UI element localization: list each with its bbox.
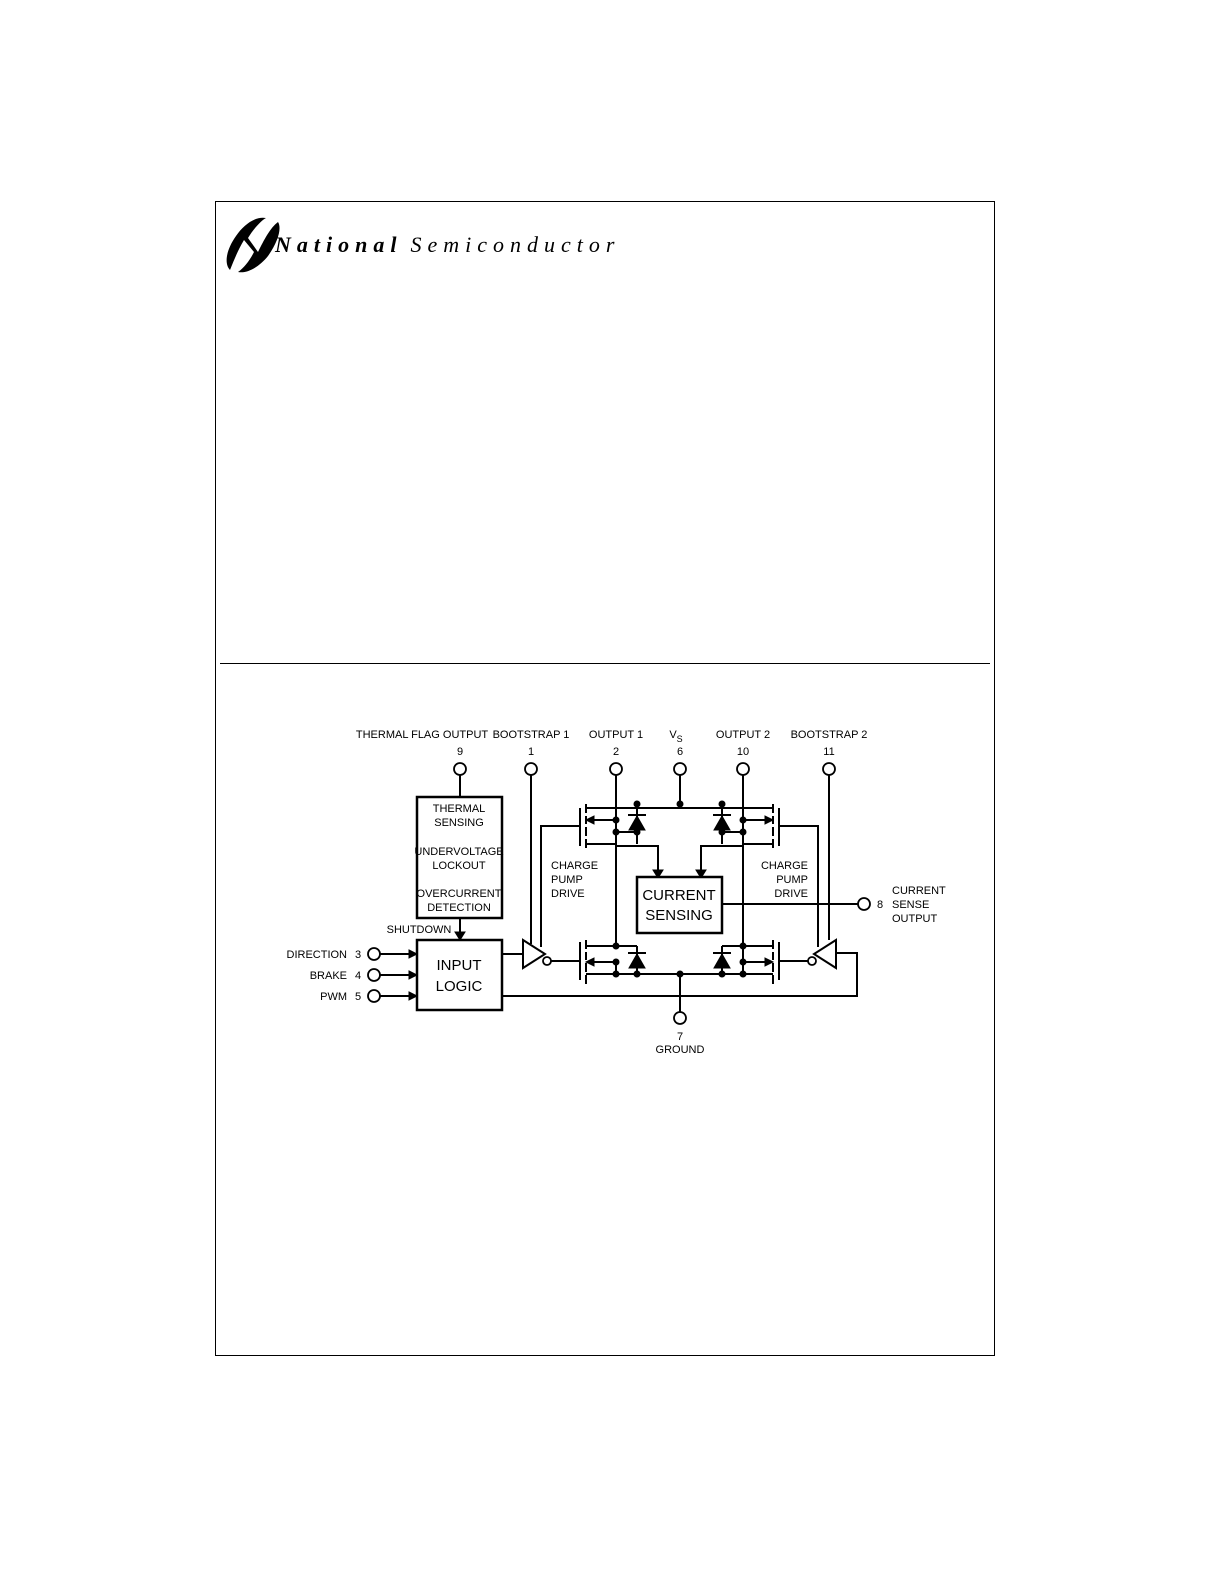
pin-circle-8 [857, 897, 871, 911]
pin-label-vs-subscript: S [677, 734, 683, 744]
low-side-right-mosfet [680, 940, 780, 984]
pin-circle-5 [367, 989, 381, 1003]
pin-number-3: 3 [355, 949, 361, 961]
pin-circle-6 [673, 762, 687, 776]
pin-number-8: 8 [877, 899, 883, 911]
input-logic-line-1: INPUT [437, 957, 482, 974]
high-side-left-mosfet [579, 775, 680, 848]
pin-label-bootstrap2: BOOTSTRAP 2 [791, 729, 868, 741]
protection-line-5: OVERCURRENT [417, 888, 502, 900]
shutdown-label: SHUTDOWN [387, 924, 452, 936]
pin-label-direction: DIRECTION [287, 949, 348, 961]
pin-label-bootstrap1: BOOTSTRAP 1 [493, 729, 570, 741]
national-semiconductor-logo-icon [226, 217, 280, 273]
pin-circle-3 [367, 947, 381, 961]
current-sense-label-2: SENSE [892, 899, 929, 911]
charge-pump-left-line-2: PUMP [551, 874, 583, 886]
high-side-right-mosfet [680, 804, 780, 848]
input-logic-line-2: LOGIC [436, 978, 483, 995]
input-logic-block [415, 938, 504, 1012]
charge-pump-right-line-3: DRIVE [774, 888, 808, 900]
pin-label-vs-main: V [669, 729, 677, 741]
pin-label-pwm: PWM [320, 991, 347, 1003]
page-frame [215, 201, 995, 1356]
section-divider [220, 663, 990, 664]
pin-number-1: 1 [528, 746, 534, 758]
protection-line-4: LOCKOUT [432, 860, 485, 872]
current-sense-label-3: OUTPUT [892, 913, 938, 925]
right-gate-driver [812, 938, 837, 970]
pin-number-4: 4 [355, 970, 361, 982]
pin-number-9: 9 [457, 746, 463, 758]
left-gate-driver [522, 938, 547, 970]
left-gate-driver-bubble [542, 956, 552, 966]
current-sensing-line-2: SENSING [645, 907, 713, 924]
pin-number-11: 11 [823, 746, 834, 758]
pin-circle-9 [453, 762, 467, 776]
pin-circle-1 [524, 762, 538, 776]
pin-number-5: 5 [355, 991, 361, 1003]
protection-line-1: THERMAL [433, 803, 486, 815]
protection-line-6: DETECTION [427, 902, 491, 914]
charge-pump-right-line-1: CHARGE [761, 860, 808, 872]
charge-pump-right-line-2: PUMP [776, 874, 808, 886]
pin-circle-11 [822, 762, 836, 776]
pin-label-output2: OUTPUT 2 [716, 729, 770, 741]
protection-line-3: UNDERVOLTAGE [414, 846, 503, 858]
brand-name: National Semiconductor [275, 232, 620, 258]
current-sense-label-1: CURRENT [892, 885, 946, 897]
pin-number-7: 7 [677, 1031, 683, 1043]
pin-label-brake: BRAKE [310, 970, 347, 982]
pin-label-vs: VS [669, 729, 682, 744]
pin-label-ground: GROUND [656, 1044, 705, 1056]
brand-name-bold: National [275, 232, 403, 257]
current-sensing-line-1: CURRENT [642, 887, 715, 904]
pin-label-thermal-flag: THERMAL FLAG OUTPUT [356, 729, 488, 741]
pin-number-2: 2 [613, 746, 619, 758]
current-sensing-block [635, 875, 724, 935]
low-side-left-mosfet [579, 940, 680, 984]
pin-circle-4 [367, 968, 381, 982]
pin-number-6: 6 [677, 746, 683, 758]
brand-name-regular: Semiconductor [410, 232, 621, 257]
protection-line-2: SENSING [434, 817, 484, 829]
pin-label-output1: OUTPUT 1 [589, 729, 643, 741]
pin-circle-2 [609, 762, 623, 776]
charge-pump-left-line-3: DRIVE [551, 888, 585, 900]
pin-circle-7 [673, 1011, 687, 1025]
pin-circle-10 [736, 762, 750, 776]
charge-pump-left-line-1: CHARGE [551, 860, 598, 872]
pin-number-10: 10 [737, 746, 749, 758]
right-gate-driver-bubble [807, 956, 817, 966]
